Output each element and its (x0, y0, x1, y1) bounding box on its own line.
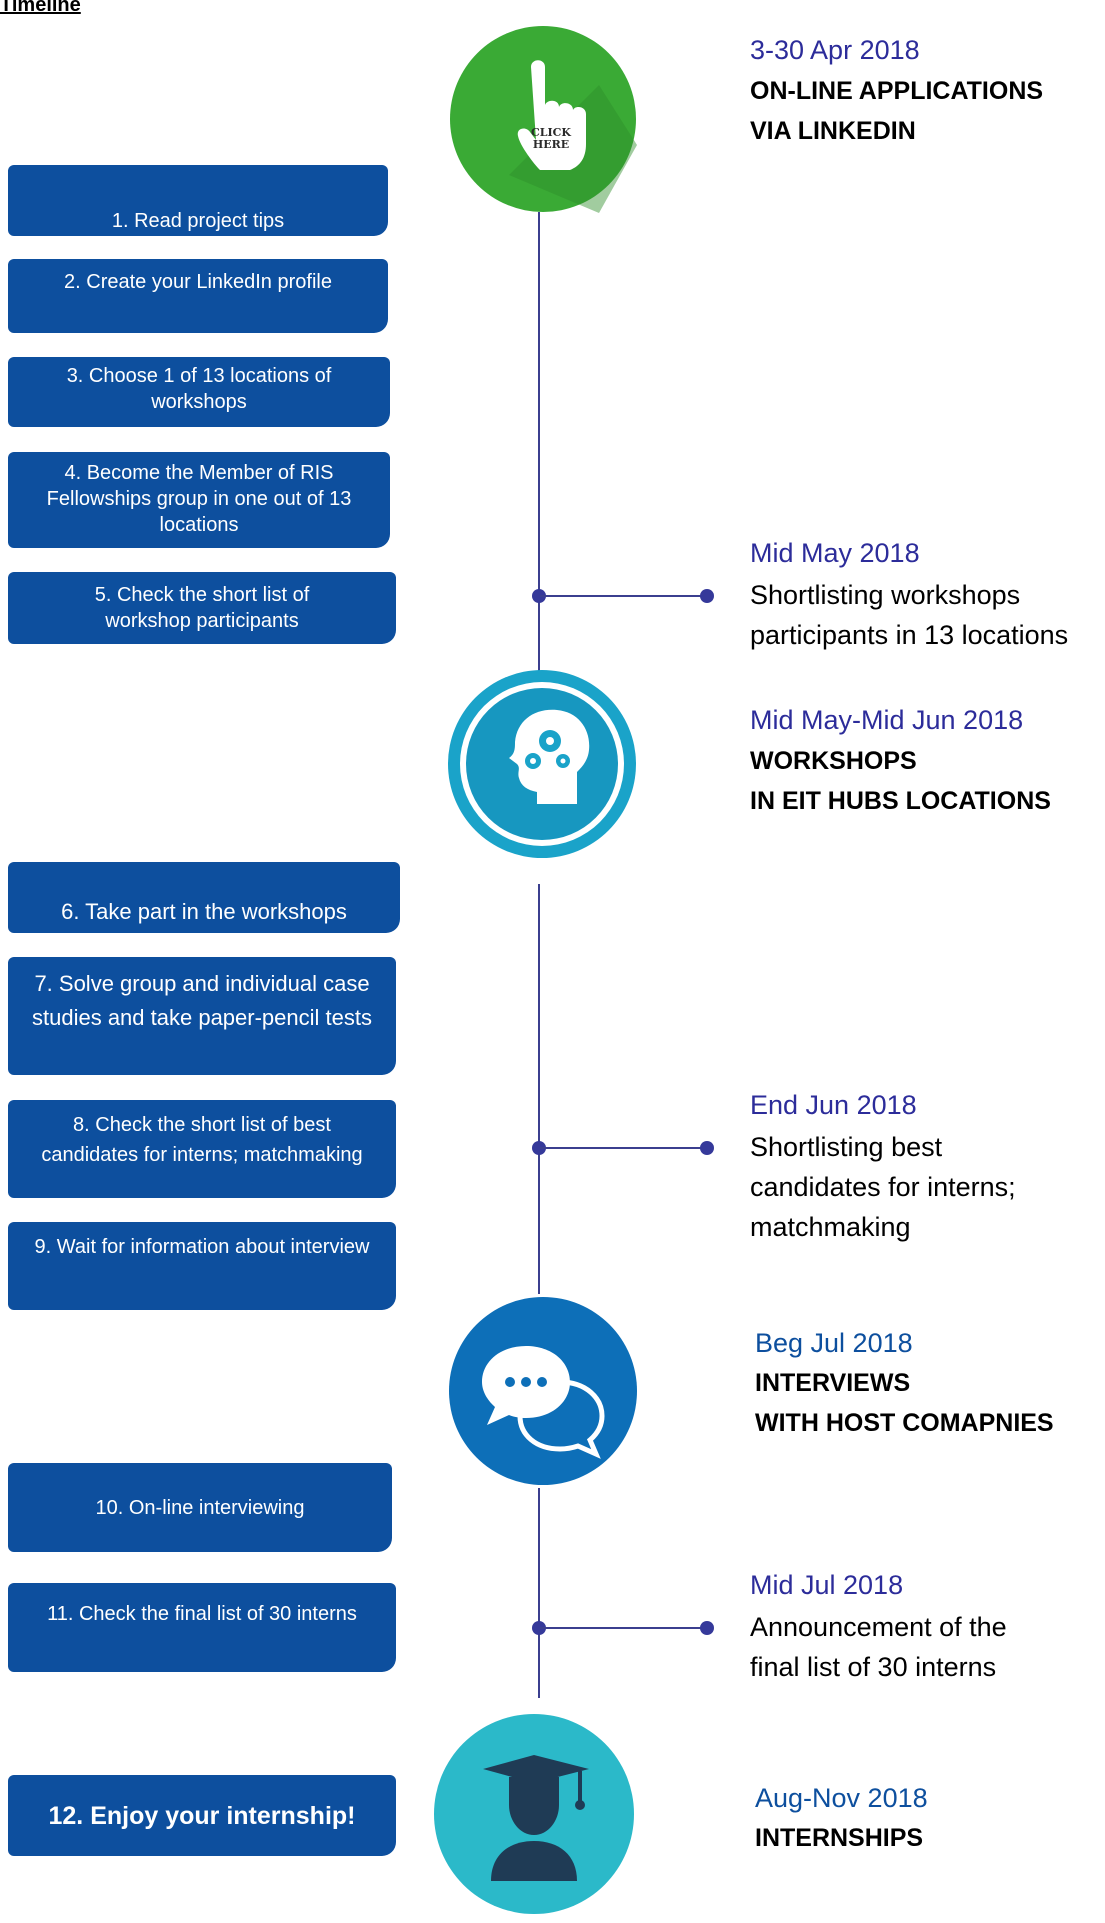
step-label: 12. Enjoy your internship! (48, 1801, 356, 1830)
timeline-segment-1 (538, 212, 540, 672)
milestone-connector (540, 1627, 706, 1629)
step-box-12: 12. Enjoy your internship! (8, 1775, 396, 1856)
milestone-date: Mid Jul 2018 (750, 1570, 904, 1600)
step-box-3: 3. Choose 1 of 13 locations of workshops (8, 357, 390, 427)
milestone-connector (540, 1147, 706, 1149)
stage-date: Beg Jul 2018 (755, 1328, 913, 1358)
stage-title: WORKSHOPS IN EIT HUBS LOCATIONS (750, 747, 1051, 815)
step-box-11: 11. Check the final list of 30 interns (8, 1583, 396, 1672)
milestone-date: End Jun 2018 (750, 1090, 917, 1120)
milestone-description: Shortlisting workshops participants in 1… (750, 580, 1069, 650)
click-here-label: CLICK (531, 126, 571, 139)
step-box-9: 9. Wait for information about interview (8, 1222, 396, 1310)
step-box-6: 6. Take part in the workshops (8, 862, 400, 933)
step-box-2: 2. Create your LinkedIn profile (8, 259, 388, 333)
step-label: 4. Become the Member of RIS Fellowships … (46, 462, 352, 536)
milestone-connector (540, 595, 706, 597)
milestone-date: Mid May 2018 (750, 538, 920, 568)
step-label: 8. Check the short list of best candidat… (41, 1114, 363, 1166)
milestone-node-left (532, 1621, 546, 1635)
step-label: 2. Create your LinkedIn profile (64, 271, 332, 293)
step-label: 7. Solve group and individual case studi… (32, 971, 372, 1030)
milestone-node-right (700, 1141, 714, 1155)
stage-title: ON-LINE APPLICATIONS VIA LINKEDIN (750, 77, 1044, 145)
step-label: 3. Choose 1 of 13 locations of workshops (66, 365, 332, 413)
step-label: 6. Take part in the workshops (61, 899, 347, 924)
step-label: 10. On-line interviewing (95, 1496, 305, 1519)
step-label: 5. Check the short list of workshop part… (94, 584, 310, 632)
stage-date: Aug-Nov 2018 (755, 1783, 928, 1813)
step-box-10: 10. On-line interviewing (8, 1463, 392, 1552)
step-box-5: 5. Check the short list of workshop part… (8, 572, 396, 644)
page-title: Timeline (0, 0, 81, 16)
chat-bubbles-icon (449, 1297, 637, 1485)
step-box-7: 7. Solve group and individual case studi… (8, 957, 396, 1075)
milestone-node-left (532, 589, 546, 603)
step-label: 1. Read project tips (111, 210, 285, 232)
click-here-hand-icon: CLICK HERE (450, 26, 637, 213)
milestone-description: Shortlisting best candidates for interns… (750, 1132, 1016, 1242)
timeline-segment-3 (538, 1488, 540, 1698)
milestone-node-right (700, 589, 714, 603)
stage-title: INTERVIEWS WITH HOST COMAPNIES (755, 1369, 1054, 1437)
stage-date: Mid May-Mid Jun 2018 (750, 705, 1024, 735)
milestone-node-left (532, 1141, 546, 1155)
graduate-icon (434, 1714, 634, 1914)
milestone-description: Announcement of the final list of 30 int… (750, 1612, 1007, 1682)
step-box-8: 8. Check the short list of best candidat… (8, 1100, 396, 1198)
stage-title: INTERNSHIPS (755, 1824, 924, 1852)
step-box-4: 4. Become the Member of RIS Fellowships … (8, 452, 390, 548)
step-label: 11. Check the final list of 30 interns (47, 1603, 357, 1625)
head-gears-icon (448, 670, 636, 858)
stage-date: 3-30 Apr 2018 (750, 35, 920, 65)
timeline-segment-2 (538, 884, 540, 1294)
step-box-1: 1. Read project tips (8, 165, 388, 236)
step-label: 9. Wait for information about interview (34, 1236, 370, 1258)
click-here-label-2: HERE (533, 138, 569, 151)
milestone-node-right (700, 1621, 714, 1635)
